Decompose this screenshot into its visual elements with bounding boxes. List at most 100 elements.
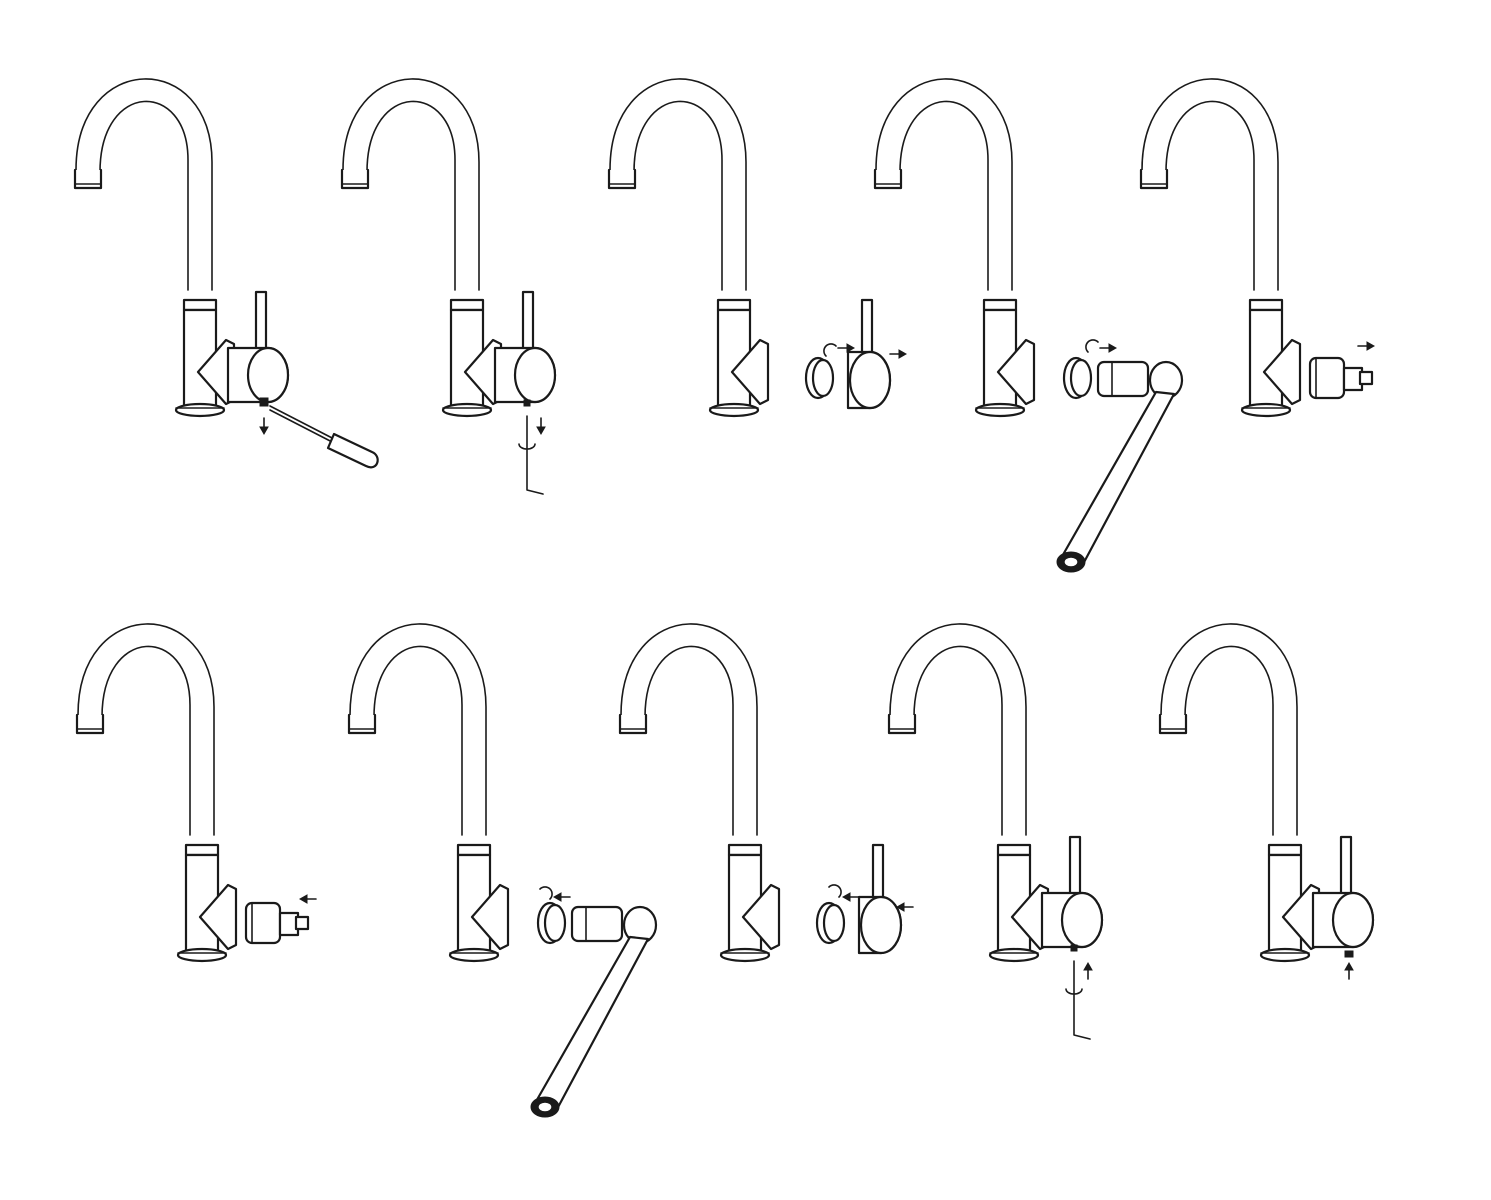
arrow-head (536, 426, 546, 436)
spout-outer-edge (875, 78, 1013, 291)
spout-outer (913, 645, 1003, 836)
wrench-handle (532, 935, 650, 1113)
screwdriver-shaft-edge (269, 409, 337, 445)
spout-outer-edge (349, 623, 487, 836)
rotation-arrow (1065, 988, 1083, 995)
spout-outer-edge (1141, 78, 1279, 291)
rotation-arrow (1085, 339, 1099, 353)
arrow-head (846, 343, 856, 353)
hex-key (526, 415, 544, 495)
handle-face (1331, 891, 1375, 949)
handle-face (513, 346, 557, 404)
aerator (75, 713, 105, 735)
arrow-head (1083, 961, 1093, 971)
base (1259, 947, 1311, 963)
aerator (873, 168, 903, 190)
step-8 (618, 623, 914, 963)
screwdriver-shaft (269, 405, 337, 441)
housing-cone (996, 338, 1036, 406)
wrench-handle (1058, 390, 1176, 568)
spout-outer (633, 100, 723, 291)
screwdriver-handle (326, 432, 379, 469)
set-screw-cap (1344, 950, 1354, 958)
aerator (1139, 168, 1169, 190)
aerator (1158, 713, 1188, 735)
handle-lever (1068, 835, 1082, 899)
aerator (887, 713, 917, 735)
spout-outer (1184, 645, 1274, 836)
spout-outer (101, 645, 191, 836)
handle-lever (254, 290, 268, 354)
step-6 (75, 623, 317, 963)
collar (182, 298, 218, 312)
wrench-grip-hole (1063, 556, 1079, 568)
rotation-arrow (539, 886, 553, 900)
aerator (347, 713, 377, 735)
spout-outer-edge (77, 623, 215, 836)
base (974, 402, 1026, 418)
arrow-head (298, 894, 308, 904)
rotation-arrow (518, 443, 536, 450)
arrow-head (895, 902, 905, 912)
aerator (607, 168, 637, 190)
arrow-head (259, 426, 269, 436)
arrow-head (1344, 961, 1354, 971)
collar (1267, 843, 1303, 857)
collar (996, 843, 1032, 857)
base (441, 402, 493, 418)
aerator (340, 168, 370, 190)
aerator (618, 713, 648, 735)
base (176, 947, 228, 963)
cap-ring-inner (822, 903, 846, 943)
collar (184, 843, 220, 857)
step-2 (340, 78, 557, 495)
handle-face (848, 350, 892, 410)
step-7 (347, 623, 658, 1118)
step-9 (887, 623, 1104, 1040)
arrow-head (841, 892, 851, 902)
base (448, 947, 500, 963)
collar (1248, 298, 1284, 312)
arrow-head (898, 349, 908, 359)
spout-outer (899, 100, 989, 291)
rotation-arrow (828, 884, 842, 898)
collar (456, 843, 492, 857)
step-5 (1139, 78, 1376, 418)
arrow-head (1366, 341, 1376, 351)
set-screw (523, 399, 531, 407)
rotation-arrow (823, 343, 837, 357)
spout-outer-edge (889, 623, 1027, 836)
step-4 (873, 78, 1184, 573)
handle-face (859, 895, 903, 955)
wrench-grip-hole (537, 1101, 553, 1113)
base (719, 947, 771, 963)
cap-ring-inner (1069, 358, 1093, 398)
spout-outer-edge (620, 623, 758, 836)
collar (982, 298, 1018, 312)
spout-outer-edge (75, 78, 213, 291)
nut (570, 905, 624, 943)
cartridge-stem (1358, 370, 1374, 386)
handle-lever (1339, 835, 1353, 899)
handle-face (246, 346, 290, 404)
base (174, 402, 226, 418)
base (988, 947, 1040, 963)
cartridge-body (1308, 356, 1346, 400)
collar (449, 298, 485, 312)
arrow-head (552, 892, 562, 902)
spout-outer (366, 100, 456, 291)
cartridge-body (244, 901, 282, 945)
spout-outer (644, 645, 734, 836)
spout-outer-edge (1160, 623, 1298, 836)
housing-cone (470, 883, 510, 951)
spout-outer-edge (342, 78, 480, 291)
spout-outer-edge (609, 78, 747, 291)
cartridge-stem (294, 915, 310, 931)
spout-outer (373, 645, 463, 836)
cap-ring-inner (543, 903, 567, 943)
handle-lever (521, 290, 535, 354)
set-screw-cap (259, 397, 269, 407)
base (708, 402, 760, 418)
